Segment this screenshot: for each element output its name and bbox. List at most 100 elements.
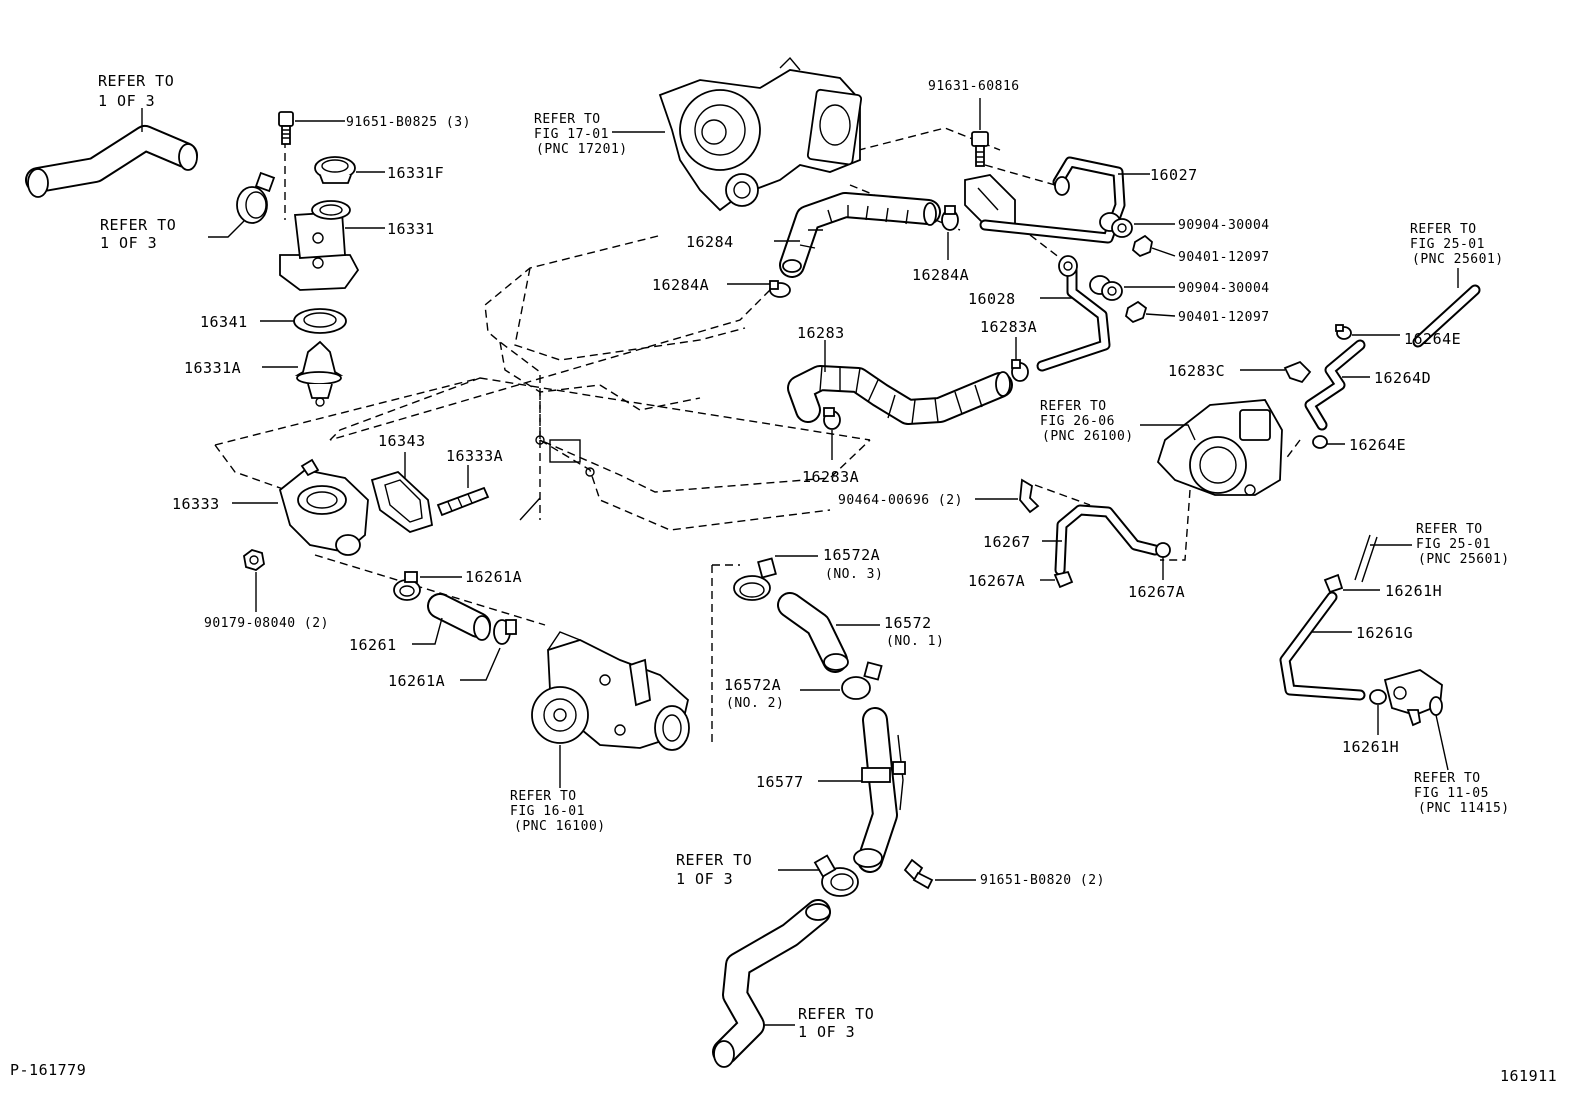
clamp-16264E-upper-icon: [1335, 324, 1400, 340]
engine-block-outline: [484, 235, 871, 531]
label-16331A: 16331A: [184, 359, 241, 377]
hose-16283-icon: [787, 340, 1013, 425]
label-16577: 16577: [756, 773, 804, 791]
label-90904-upper: 90904-30004: [1178, 218, 1270, 233]
label-16261H-upper: 16261H: [1385, 582, 1442, 600]
label-90401-lower: 90401-12097: [1178, 310, 1270, 325]
page-code: 161911: [1500, 1067, 1557, 1085]
turbocharger-icon: [612, 56, 863, 212]
vsv-valve-icon: [1383, 669, 1449, 771]
label-16572A-no2-line1: 16572A: [724, 676, 781, 694]
clamp-16261A-lower-icon: [460, 619, 517, 681]
label-16261: 16261: [349, 636, 397, 654]
ref-clamp-left-line1: REFER TO: [100, 216, 176, 234]
water-pipe-16027-icon: [979, 156, 1150, 244]
bolt-91651-b0820-icon: [903, 858, 976, 890]
gasket-90904-upper-icon: [1099, 212, 1175, 238]
label-16264E-lower: 16264E: [1349, 436, 1406, 454]
label-90464: 90464-00696 (2): [838, 493, 963, 508]
label-16261H-lower: 16261H: [1342, 738, 1399, 756]
label-16283C: 16283C: [1168, 362, 1225, 380]
hose-clamp-left: [208, 171, 276, 238]
label-90401-upper: 90401-12097: [1178, 250, 1270, 265]
ref-fig25-bottom-line1: REFER TO: [1416, 522, 1483, 537]
ref-fig25-top-line2: FIG 25-01: [1410, 237, 1485, 252]
water-pump-icon: [531, 631, 690, 788]
clamp-16283A-lower-icon: [823, 407, 841, 460]
gasket-16341-icon: [260, 308, 347, 334]
ref-fig25-top-line3: (PNC 25601): [1412, 252, 1504, 267]
ref-fig11-line2: FIG 11-05: [1414, 786, 1489, 801]
thermostat-16331A-icon: [262, 340, 344, 407]
label-16267A-right: 16267A: [1128, 583, 1185, 601]
reference-labels: REFER TO 1 OF 3 REFER TO 1 OF 3 REFER TO…: [98, 72, 1510, 1041]
ref-throttle-line2: FIG 26-06: [1040, 414, 1115, 429]
hose-16261-icon: [412, 593, 491, 645]
label-91651-b0825: 91651-B0825 (3): [346, 115, 471, 130]
pipe-to-fig25-top-icon: [1412, 268, 1481, 348]
radiator-hose-bottom-icon: [712, 899, 831, 1068]
label-16331: 16331: [387, 220, 435, 238]
water-inlet-housing-16333-icon: [232, 458, 369, 556]
clamp-16261H-lower-icon: [1369, 689, 1387, 735]
part-number-labels: 91651-B0825 (3) 16331F 16331 16341 16331…: [172, 79, 1461, 888]
ref-throttle-line1: REFER TO: [1040, 399, 1107, 414]
label-16333A: 16333A: [446, 447, 503, 465]
clamp-16267A-left-icon: [1040, 570, 1074, 589]
nut-90179-icon: [243, 549, 265, 612]
label-16284A-right: 16284A: [912, 266, 969, 284]
label-90179: 90179-08040 (2): [204, 616, 329, 631]
bolt-91651-b0825-icon: [278, 111, 345, 145]
label-16572A-no2-line2: (NO. 2): [726, 696, 784, 711]
cap-16331F-icon: [314, 156, 385, 184]
label-16284: 16284: [686, 233, 734, 251]
ref-hose-bottom-line1: REFER TO: [798, 1005, 874, 1023]
label-16028: 16028: [968, 290, 1016, 308]
label-16341: 16341: [200, 313, 248, 331]
label-16343: 16343: [378, 432, 426, 450]
label-16267A-left: 16267A: [968, 572, 1025, 590]
ref-water-pump-line1: REFER TO: [510, 789, 577, 804]
label-16331F: 16331F: [387, 164, 444, 182]
ref-water-pump-line3: (PNC 16100): [514, 819, 606, 834]
ref-water-pump-line2: FIG 16-01: [510, 804, 585, 819]
label-91651-b0820: 91651-B0820 (2): [980, 873, 1105, 888]
ref-turbo-line2: FIG 17-01: [534, 127, 609, 142]
throttle-body-icon: [1140, 399, 1283, 496]
bolt-91631-icon: [971, 98, 989, 167]
ref-clamp-bottom-line1: REFER TO: [676, 851, 752, 869]
label-16261A-upper: 16261A: [465, 568, 522, 586]
ref-fig25-top-line1: REFER TO: [1410, 222, 1477, 237]
clamp-16283C-icon: [1240, 360, 1312, 384]
label-16264D: 16264D: [1374, 369, 1431, 387]
label-16572-line2: (NO. 1): [886, 634, 944, 649]
ref-hose-bottom-line2: 1 OF 3: [798, 1023, 855, 1041]
hose-16261G-icon: [1279, 591, 1366, 701]
label-16284A-left: 16284A: [652, 276, 709, 294]
hose-16264D-icon: [1304, 339, 1370, 431]
water-outlet-16331-icon: [279, 200, 385, 291]
label-16264E-upper: 16264E: [1404, 330, 1461, 348]
label-16283A-upper: 16283A: [980, 318, 1037, 336]
ref-hose-top-left-line2: 1 OF 3: [98, 92, 155, 110]
label-16572A-no3-line1: 16572A: [823, 546, 880, 564]
label-16572-line1: 16572: [884, 614, 932, 632]
clamp-16264E-lower-icon: [1312, 435, 1345, 449]
label-16261G: 16261G: [1356, 624, 1413, 642]
bolt-90401-upper-icon: [1131, 234, 1176, 258]
label-16283: 16283: [797, 324, 845, 342]
ref-turbo-line1: REFER TO: [534, 112, 601, 127]
clamp-16261H-upper-icon: [1323, 573, 1380, 594]
clamp-16267A-right-icon: [1155, 542, 1171, 580]
label-16283A-lower: 16283A: [802, 468, 859, 486]
pipe-to-fig25-bottom-icon: [1354, 534, 1412, 583]
radiator-hose-top-left: [25, 108, 198, 198]
label-91631: 91631-60816: [928, 79, 1020, 94]
clamp-16261A-upper-icon: [393, 571, 462, 601]
label-90904-lower: 90904-30004: [1178, 281, 1270, 296]
clamp-16284A-right-icon: [941, 205, 959, 260]
label-16027: 16027: [1150, 166, 1198, 184]
clip-90464-icon: [975, 478, 1040, 514]
clamp-16572A-no3-icon: [733, 555, 818, 601]
ref-fig25-bottom-line3: (PNC 25601): [1418, 552, 1510, 567]
